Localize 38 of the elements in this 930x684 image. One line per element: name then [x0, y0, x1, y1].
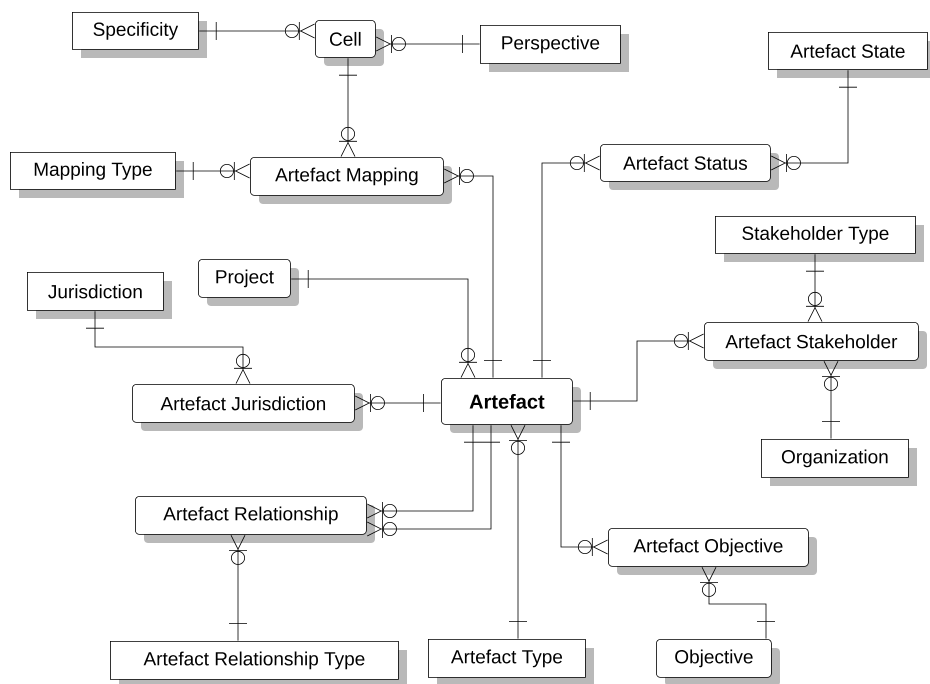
relationship-line — [532, 154, 600, 378]
relationship-line — [552, 424, 608, 556]
relationship-line — [290, 270, 478, 378]
relationship-line — [444, 166, 502, 378]
relationship-line — [366, 424, 500, 538]
relationship-line — [86, 310, 252, 384]
relationship-line — [572, 332, 704, 410]
relationship-line — [508, 424, 528, 639]
entity-box: Project — [198, 259, 299, 306]
entity-box: Cell — [315, 20, 384, 66]
entity-box: Stakeholder Type — [715, 216, 924, 262]
relationship-line — [228, 534, 248, 641]
entity-box: Artefact Mapping — [250, 157, 452, 204]
relationship-line — [700, 566, 776, 639]
relationship-line — [822, 360, 840, 439]
entity-box: Artefact Status — [600, 144, 779, 190]
entity-box: Specificity — [72, 12, 207, 58]
relationship-line — [376, 34, 480, 54]
entity-box: Artefact Objective — [608, 528, 817, 575]
entity-box: Artefact State — [768, 32, 930, 78]
entity-box: Jurisdiction — [27, 272, 172, 319]
entity-box: Artefact — [441, 378, 581, 433]
relationship-line — [770, 70, 858, 172]
relationship-line — [198, 22, 315, 40]
entity-box: Artefact Relationship — [135, 496, 375, 543]
relationship-line — [354, 394, 441, 412]
entity-box: Artefact Type — [428, 639, 594, 684]
relationship-line — [806, 254, 824, 322]
entity-box: Artefact Jurisdiction — [132, 384, 363, 431]
entity-box: Mapping Type — [10, 152, 184, 198]
entity-box: Artefact Relationship Type — [110, 641, 407, 684]
relationship-line — [338, 58, 358, 157]
entity-box: Organization — [761, 439, 917, 486]
relationship-line — [366, 424, 482, 520]
entity-box: Artefact Stakeholder — [704, 322, 927, 369]
entity-box: Perspective — [480, 25, 629, 72]
entity-box: Objective — [656, 639, 780, 684]
relationship-line — [176, 162, 250, 180]
